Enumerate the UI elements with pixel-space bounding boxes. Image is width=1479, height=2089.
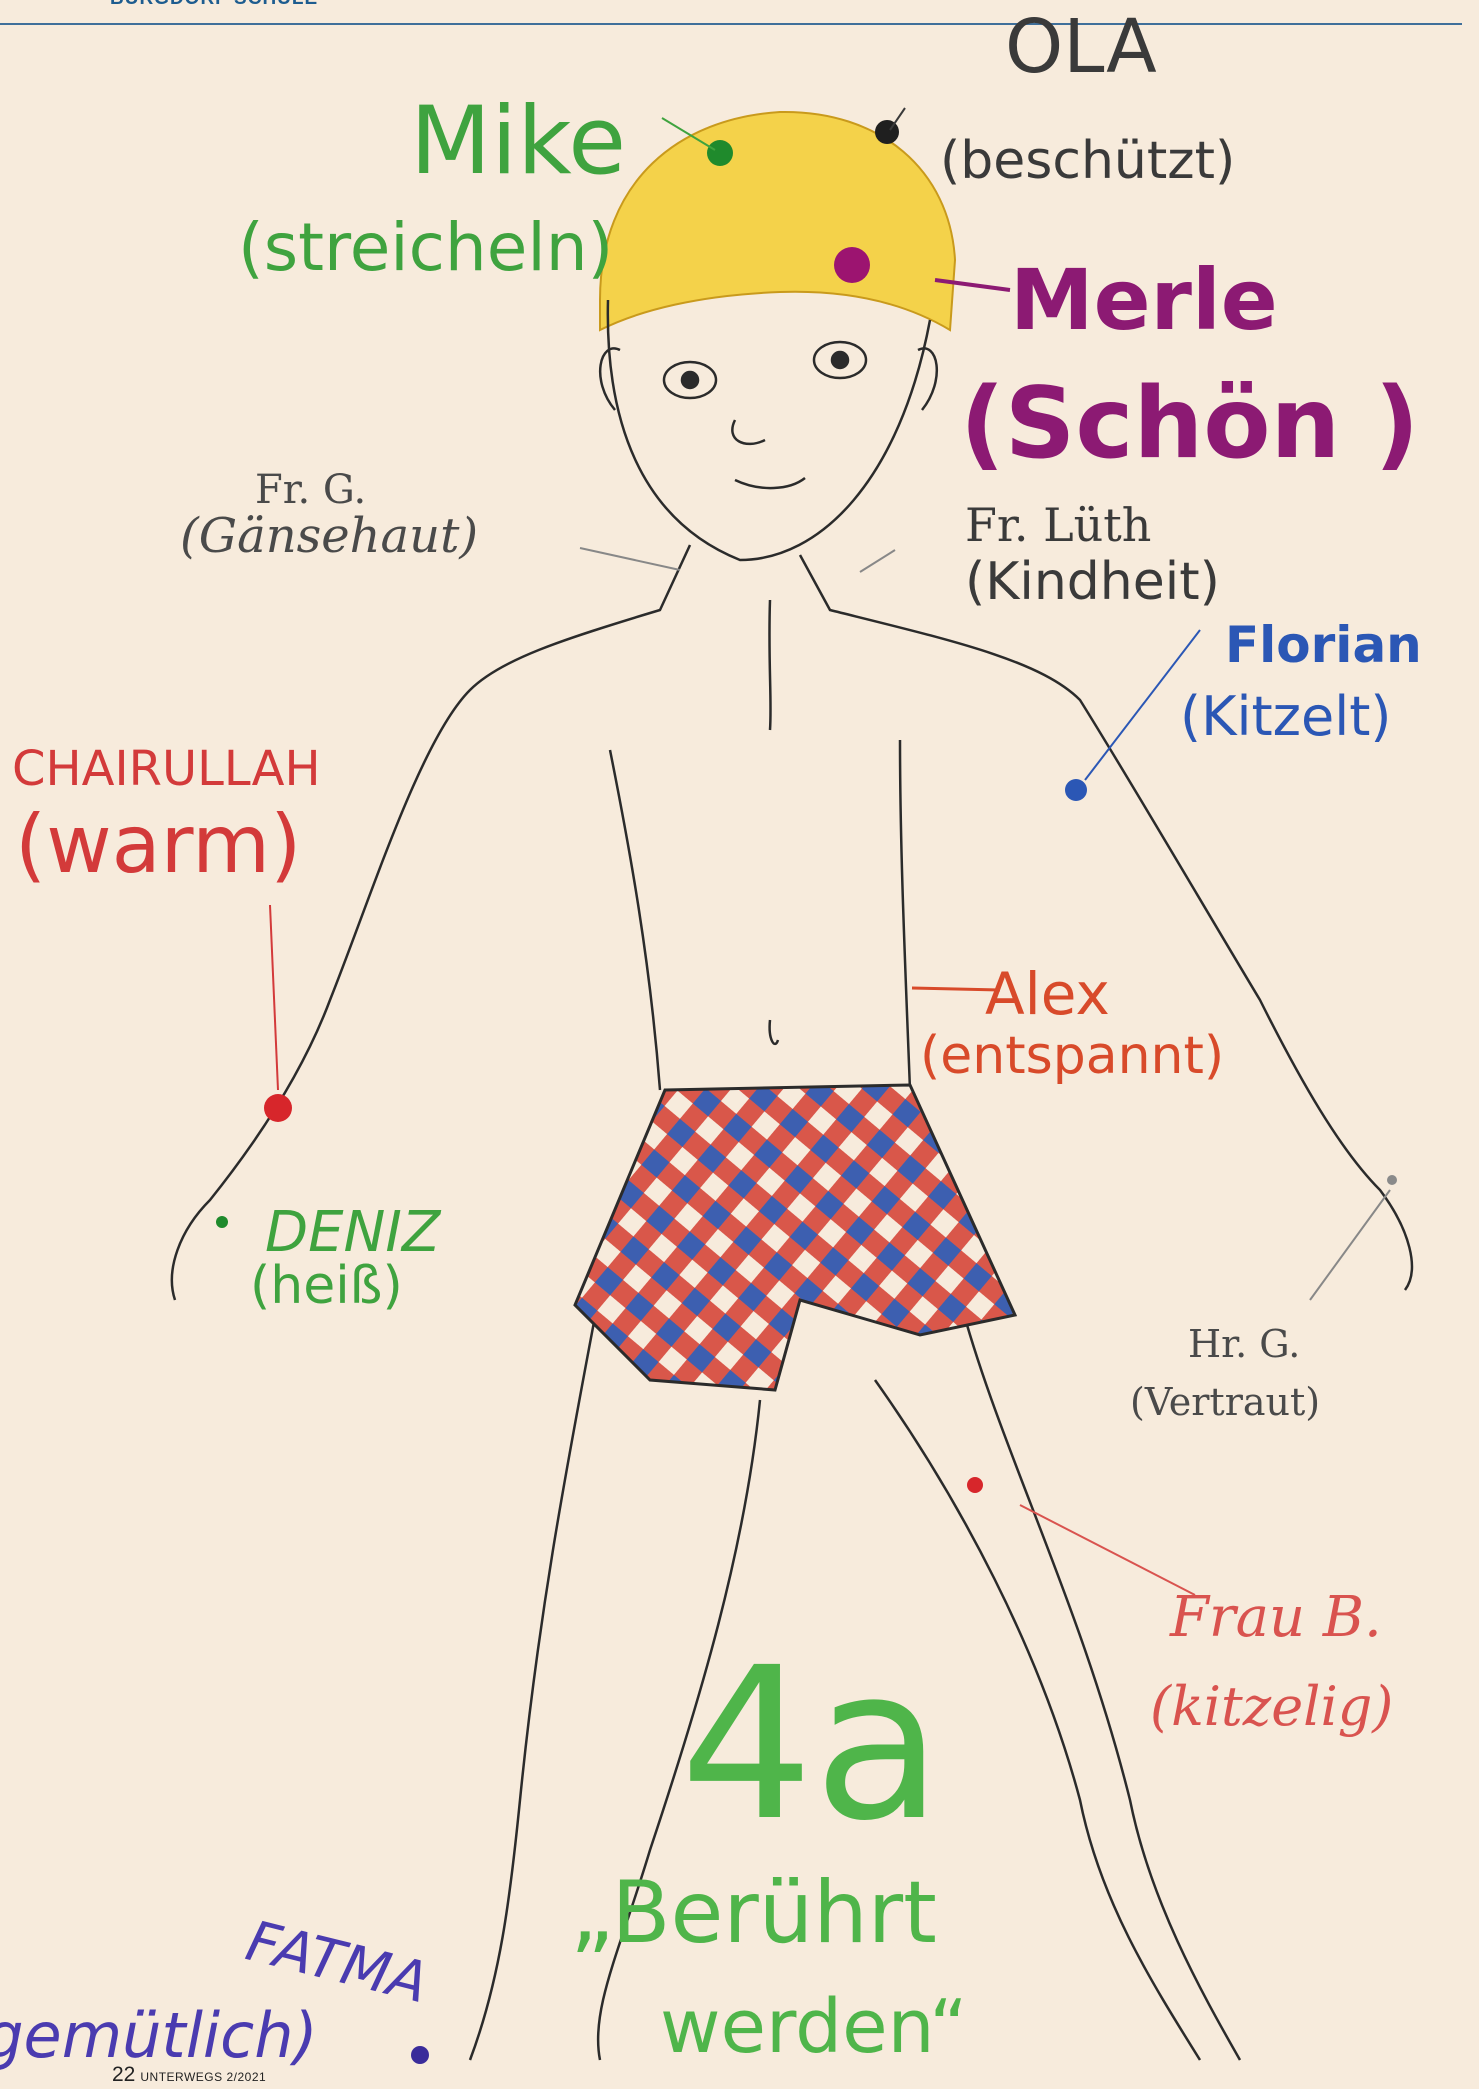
annotation-chairullah-name: CHAIRULLAH	[12, 745, 321, 793]
class-label: 4a	[680, 1640, 942, 1850]
annotation-chairullah-feeling: (warm)	[15, 805, 301, 885]
annotation-ola-feeling: (beschützt)	[940, 135, 1235, 187]
face	[600, 300, 937, 560]
annotation-mike-feeling: (streicheln)	[238, 215, 613, 281]
annotation-hrg-feeling: (Vertraut)	[1130, 1383, 1320, 1421]
annotation-frg-feeling: (Gänsehaut)	[180, 512, 478, 560]
page-number: 22	[112, 2063, 135, 2086]
title-line-2: werden“	[660, 1990, 968, 2064]
annotation-ola-name: OLA	[1005, 10, 1157, 84]
annotation-merle-name: Merle	[1010, 258, 1278, 342]
annotation-alex-feeling: (entspannt)	[920, 1030, 1224, 1082]
annotation-florian-name: Florian	[1225, 620, 1422, 670]
annotation-frlueth-name: Fr. Lüth	[965, 502, 1151, 548]
annotation-frlueth-feeling: (Kindheit)	[965, 556, 1220, 608]
annotation-alex-name: Alex	[985, 965, 1110, 1023]
hair	[600, 112, 955, 330]
title-line-1: „Berührt	[570, 1870, 937, 1956]
annotation-deniz-feeling: (heiß)	[250, 1260, 403, 1312]
page-footer: 22 UNTERWEGS 2/2021	[112, 2063, 266, 2087]
annotation-florian-feeling: (Kitzelt)	[1180, 690, 1391, 744]
annotation-frg-name: Fr. G.	[255, 470, 366, 510]
annotation-fraub-feeling: (kitzelig)	[1150, 1680, 1393, 1734]
annotation-hrg-name: Hr. G.	[1188, 1325, 1300, 1363]
magazine-issue: UNTERWEGS 2/2021	[140, 2070, 266, 2084]
annotation-fatma-feeling: (gemütlich)	[0, 2005, 318, 2067]
annotation-merle-feeling: (Schön )	[960, 375, 1419, 473]
annotation-fraub-name: Frau B.	[1170, 1590, 1382, 1646]
checkered-shorts	[575, 1085, 1015, 1390]
annotation-mike-name: Mike	[410, 95, 626, 189]
annotation-deniz-name: DENIZ	[265, 1205, 440, 1261]
